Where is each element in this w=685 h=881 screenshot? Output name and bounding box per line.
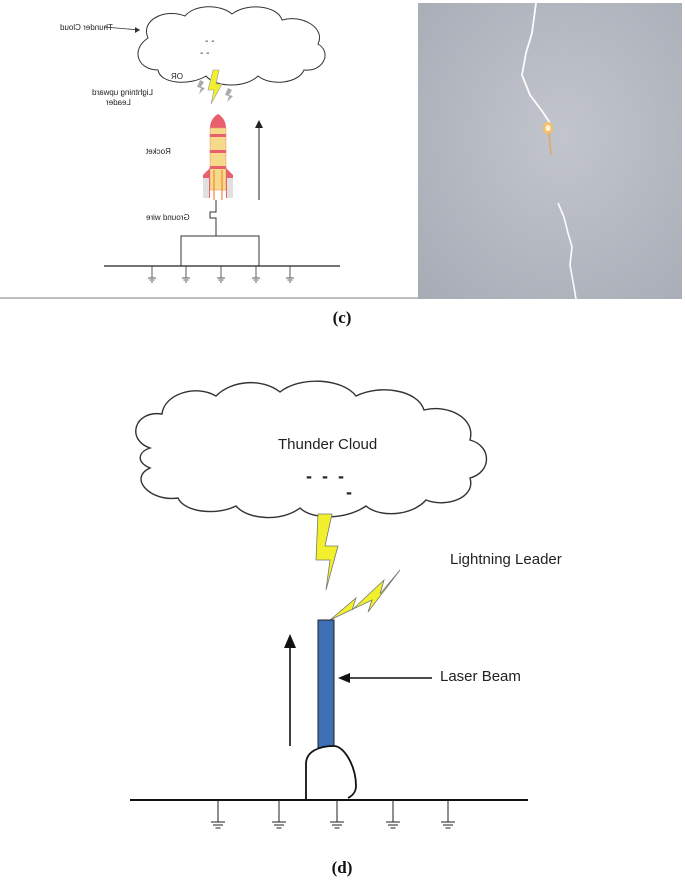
ground-wire [209, 200, 217, 236]
lightning-leader-label: Lightning Leader [450, 551, 562, 568]
thunder-cloud-label-d: Thunder Cloud [278, 436, 378, 453]
launcher-box [180, 235, 260, 267]
spark-right-icon [225, 88, 233, 102]
ground-symbols [148, 266, 294, 283]
laser-beam-label: Laser Beam [440, 668, 521, 685]
thunder-cloud-pointer [103, 26, 141, 31]
rocket-graphic [203, 114, 233, 200]
caption-c: (c) [332, 308, 352, 327]
thunder-cloud-shape-d [135, 380, 487, 519]
cloud-charges-d-1: - - - [306, 466, 344, 486]
lightning-bolt-icon [207, 69, 223, 105]
spark-left-icon [197, 80, 205, 94]
lightning-channel-lower [557, 202, 577, 299]
thunder-cloud-pointer-head [135, 27, 140, 33]
leader-bolt-icon [329, 569, 401, 621]
triggered-lightning-photo [418, 3, 682, 299]
rocket-trail [548, 132, 552, 156]
laser-emitter [305, 745, 357, 800]
cloud-charges-d-2: - [346, 482, 352, 502]
ground-symbols-d [211, 800, 455, 829]
upward-arrow-head [255, 120, 263, 128]
upward-arrow-d-head [284, 634, 296, 648]
lightning-channel-upper [521, 3, 551, 124]
caption-d: (d) [331, 858, 353, 877]
laser-beam [317, 619, 335, 749]
cloud-bolt-icon [315, 513, 339, 591]
panel-c-diagram [0, 6, 418, 299]
thunder-cloud-shape [137, 6, 326, 86]
laser-beam-pointer-head [338, 673, 350, 683]
